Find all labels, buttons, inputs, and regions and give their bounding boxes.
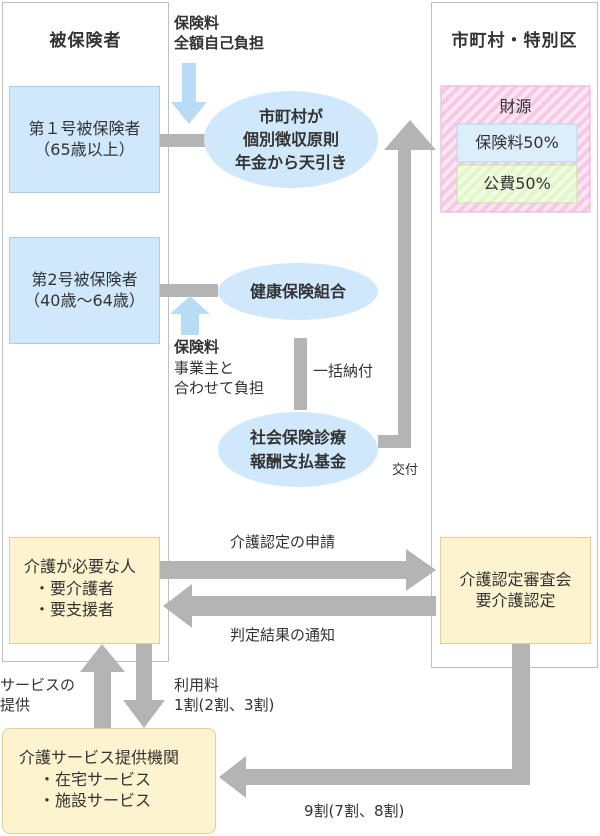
finance-item-public-bg: [456, 164, 578, 204]
arrow-grant-to-finance: [378, 120, 436, 448]
arrow-application: [160, 549, 436, 591]
payment-label: 9割(7割、8割): [304, 802, 405, 820]
arrow-result-notice: [163, 584, 436, 628]
payment-fund-node: 社会保険診療 報酬支払基金: [218, 412, 378, 487]
service-provision-label: サービスの 提供: [0, 676, 76, 714]
arrow-service-provision: [80, 644, 125, 728]
finance-item-premium-bg: [456, 123, 578, 163]
care-service-provider-title: 介護サービス提供機関: [19, 748, 180, 767]
list-item: ・要介護者: [34, 578, 115, 598]
person-needing-care-title: 介護が必要な人: [24, 557, 137, 576]
application-label: 介護認定の申請: [230, 533, 336, 551]
municipality-collection-node: 市町村が 個別徴収原則 年金から天引き: [204, 91, 378, 188]
arrow-usage-fee: [123, 643, 165, 728]
connector-second-to-health-insurance: [160, 284, 218, 297]
usage-fee-label: 利用料 1割(2割、3割): [174, 676, 275, 714]
arrow-payment: [219, 643, 530, 798]
premium-second-text: 事業主と 合わせて負担: [174, 359, 265, 397]
finance-item-public: 公費50%: [483, 173, 551, 193]
finance-item-premium: 保険料50%: [475, 132, 559, 152]
arrow-premium-first: [171, 63, 207, 124]
connector-first-to-municipality: [160, 134, 208, 147]
list-item: ・要支援者: [34, 600, 115, 620]
list-item: ・在宅サービス: [39, 769, 152, 789]
health-insurance-union-node: 健康保険組合: [218, 263, 378, 320]
result-notice-label: 判定結果の通知: [230, 626, 336, 644]
certification-committee-box: 介護認定審査会 要介護認定: [440, 537, 591, 644]
person-needing-care-box: 介護が必要な人 ・要介護者 ・要支援者: [9, 537, 160, 644]
grant-label: 交付: [392, 463, 419, 478]
premium-first-label: 保険料 全額自己負担: [174, 14, 265, 52]
premium-second-title: 保険料: [174, 338, 220, 356]
list-item: ・施設サービス: [39, 791, 152, 811]
lump-sum-label: 一括納付: [313, 362, 374, 380]
municipality-panel-title: 市町村・特別区: [451, 31, 578, 51]
insured-first-box: 第１号被保険者 （65歳以上）: [9, 86, 160, 193]
finance-title: 財源: [499, 97, 532, 116]
insured-panel-title: 被保険者: [49, 31, 122, 51]
connector-lump-sum: [294, 338, 307, 410]
insured-second-box: 第2号被保険者 （40歳〜64歳）: [9, 237, 160, 344]
care-service-provider-box: 介護サービス提供機関 ・在宅サービス ・施設サービス: [2, 728, 216, 834]
arrow-premium-second: [170, 296, 210, 335]
